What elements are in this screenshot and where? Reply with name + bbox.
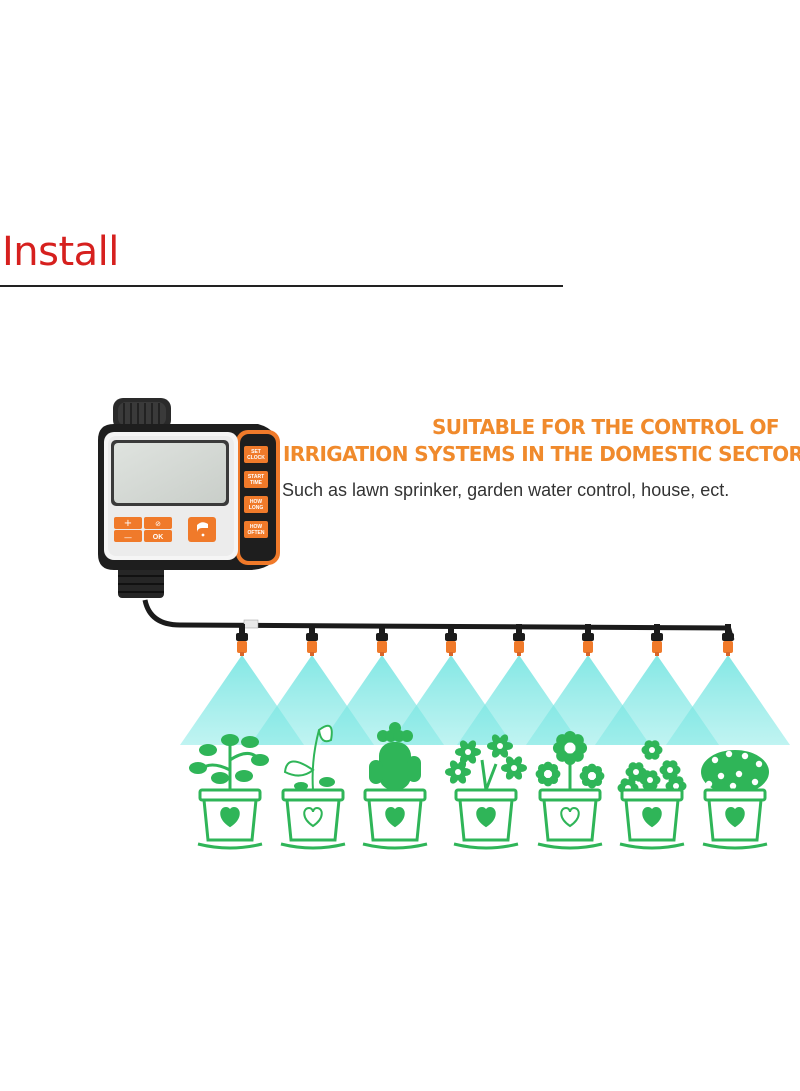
- potted-plant: [189, 734, 269, 850]
- heart-icon: [560, 806, 580, 828]
- water-timer-device: + — ⊘ OK SET CLOCK START TIME HOW LONG H…: [98, 398, 280, 598]
- potted-plant: [280, 724, 346, 850]
- subtitle: Such as lawn sprinker, garden water cont…: [282, 480, 730, 500]
- cycle-button-label: ⊘: [155, 520, 161, 528]
- dripper: [582, 624, 594, 656]
- potted-plant: [617, 740, 687, 850]
- ok-button-label: OK: [153, 534, 164, 541]
- set-clock-label-1: SET: [251, 449, 261, 455]
- headline-line-2: IRRIGATION SYSTEMS IN THE DOMESTIC SECTO…: [283, 442, 800, 466]
- how-often-label-2: OFTEN: [248, 530, 265, 536]
- heart-icon: [725, 806, 745, 828]
- dripper: [722, 624, 734, 656]
- heart-icon: [220, 806, 240, 828]
- potted-plants: [189, 722, 769, 850]
- dripper: [513, 624, 525, 656]
- potted-plant: [535, 730, 605, 850]
- headline-line-1: SUITABLE FOR THE CONTROL OF: [432, 415, 780, 439]
- plus-button-label: +: [124, 518, 132, 529]
- title-underline: [0, 285, 563, 287]
- heart-icon: [385, 806, 405, 828]
- how-often-label-1: HOW: [250, 524, 263, 530]
- potted-plant: [701, 750, 769, 850]
- drip-pipe: [142, 599, 731, 631]
- how-long-label-2: LONG: [249, 505, 264, 511]
- set-clock-label-2: CLOCK: [247, 455, 265, 461]
- start-time-label-2: TIME: [250, 480, 263, 486]
- dripper: [651, 624, 663, 656]
- heart-icon: [642, 806, 662, 828]
- start-time-label-1: START: [248, 474, 264, 480]
- pipe-connector: [243, 619, 259, 629]
- dripper: [376, 624, 388, 656]
- dripper: [445, 624, 457, 656]
- potted-plant: [362, 722, 428, 850]
- dripper: [236, 624, 248, 656]
- drippers: [236, 624, 734, 656]
- heart-icon: [303, 806, 323, 828]
- potted-plant: [445, 734, 527, 850]
- minus-button-label: —: [124, 533, 132, 542]
- water-spray: [666, 655, 790, 745]
- water-sprays: [180, 655, 790, 745]
- how-long-label-1: HOW: [250, 499, 263, 505]
- dripper: [306, 624, 318, 656]
- heart-icon: [476, 806, 496, 828]
- section-title: Install: [2, 229, 119, 275]
- irrigation-illustration: + — ⊘ OK SET CLOCK START TIME HOW LONG H…: [98, 398, 790, 850]
